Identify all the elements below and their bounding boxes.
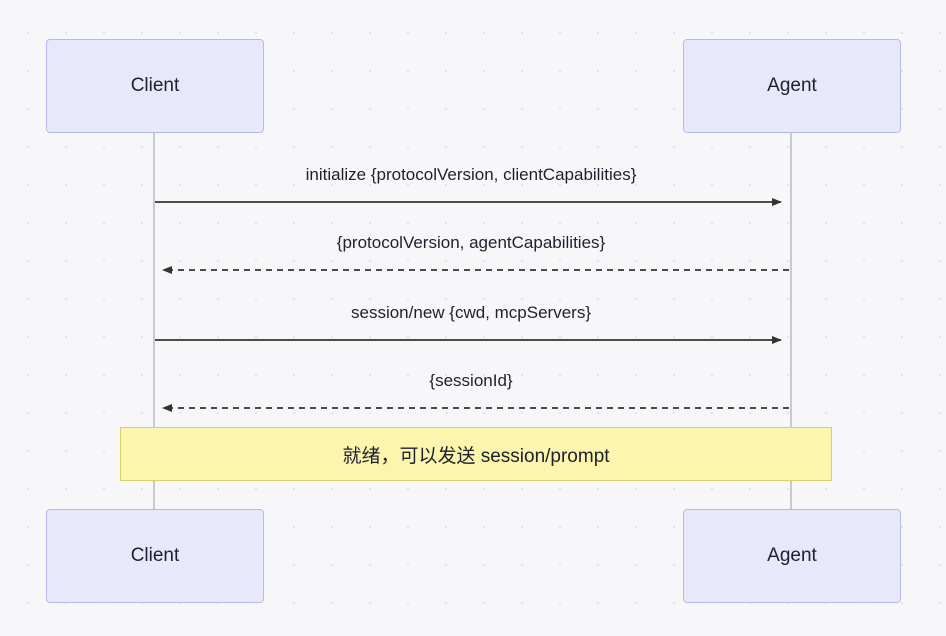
actor-box-agent-top[interactable]: Agent <box>683 39 901 133</box>
actor-label-client-top: Client <box>130 75 180 96</box>
actor-box-agent-bottom[interactable]: Agent <box>683 509 901 603</box>
actor-label-agent-top: Agent <box>767 75 817 96</box>
lifeline-client <box>153 130 155 515</box>
lifeline-agent <box>790 130 792 515</box>
message-label-3: session/new {cwd, mcpServers} <box>351 303 591 322</box>
message-label-4: {sessionId} <box>429 371 513 390</box>
note-box: 就绪，可以发送 session/prompt <box>120 427 832 481</box>
message-label-1: initialize {protocolVersion, clientCapab… <box>305 165 637 184</box>
actor-box-client-top[interactable]: Client <box>46 39 264 133</box>
message-label-2: {protocolVersion, agentCapabilities} <box>336 233 606 252</box>
actor-box-client-bottom[interactable]: Client <box>46 509 264 603</box>
actor-label-client-bottom: Client <box>130 545 180 566</box>
actor-label-agent-bottom: Agent <box>767 545 817 566</box>
note-text: 就绪，可以发送 session/prompt <box>342 445 610 467</box>
